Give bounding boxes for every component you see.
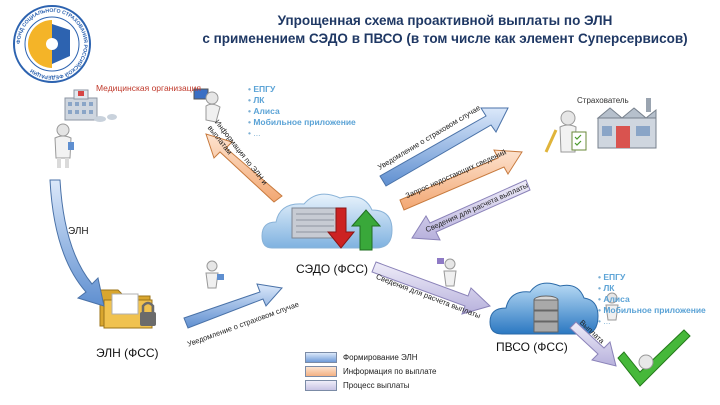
channel-item: ... [598, 316, 706, 327]
eln-fss-label: ЭЛН (ФСС) [96, 346, 159, 360]
request-missing-arrow [399, 149, 523, 211]
fss-logo [13, 5, 91, 83]
info-for-calc-top-arrow [411, 179, 531, 241]
title-line-2: с применением СЭДО в ПВСО (в том числе к… [202, 31, 688, 46]
eln-arrow-label: ЭЛН [68, 226, 89, 237]
channel-item: Алиса [598, 294, 706, 305]
channel-item: ЕПГУ [598, 272, 706, 283]
notice-case-bottom-arrow [183, 283, 283, 329]
info-payment-arrow [205, 133, 283, 203]
pvso-fss-label: ПВСО (ФСС) [496, 340, 568, 354]
title-line-1: Упрощенная схема проактивной выплаты по … [277, 13, 613, 28]
channel-item: ЕПГУ [248, 84, 356, 95]
green-check-icon [617, 329, 691, 387]
channel-item: ЛК [598, 283, 706, 294]
legend-item: Процесс выплаты [305, 378, 437, 392]
sedo-cloud-icon [261, 193, 393, 251]
eln-folder-lock-icon [99, 289, 156, 329]
laptop-user-icon [193, 88, 221, 123]
channel-item: Алиса [248, 106, 356, 117]
legend-label: Процесс выплаты [343, 380, 410, 390]
notice-case-top-arrow [379, 107, 509, 187]
hospital-icon [64, 89, 117, 122]
payment-arrow [569, 321, 617, 367]
legend-item: Информация по выплате [305, 364, 437, 378]
small-figure-icon-right [437, 258, 457, 287]
insurer-label: Страхователь [577, 96, 629, 105]
small-figure-icon-mid [205, 260, 224, 289]
channels-top-list: ЕПГУ ЛК Алиса Мобильное приложение ... [248, 84, 356, 139]
diagram-title: Упрощенная схема проактивной выплаты по … [185, 12, 705, 48]
sedo-fss-label: СЭДО (ФСС) [296, 262, 368, 276]
channels-bottom-list: ЕПГУ ЛК Алиса Мобильное приложение ... [598, 272, 706, 327]
medical-org-label: Медицинская организация [96, 83, 201, 93]
channel-item: Мобильное приложение [248, 117, 355, 128]
info-for-calc-bottom-arrow [371, 261, 491, 315]
server-stack-icon [533, 295, 559, 333]
channel-item: ЛК [248, 95, 356, 106]
legend-item: Формирование ЭЛН [305, 350, 437, 364]
eln-arrow [49, 179, 105, 307]
legend-swatch [305, 351, 337, 363]
channel-item: Мобильное приложение [598, 305, 705, 316]
legend-label: Формирование ЭЛН [343, 352, 418, 362]
channel-item: ... [248, 128, 356, 139]
insurer-factory-icon [596, 98, 657, 149]
doctor-figure-icon [54, 123, 74, 168]
legend-label: Информация по выплате [343, 366, 437, 376]
insurer-person-icon [544, 110, 587, 153]
legend-swatch [305, 365, 337, 377]
legend: Формирование ЭЛН Информация по выплате П… [305, 350, 437, 392]
legend-swatch [305, 379, 337, 391]
